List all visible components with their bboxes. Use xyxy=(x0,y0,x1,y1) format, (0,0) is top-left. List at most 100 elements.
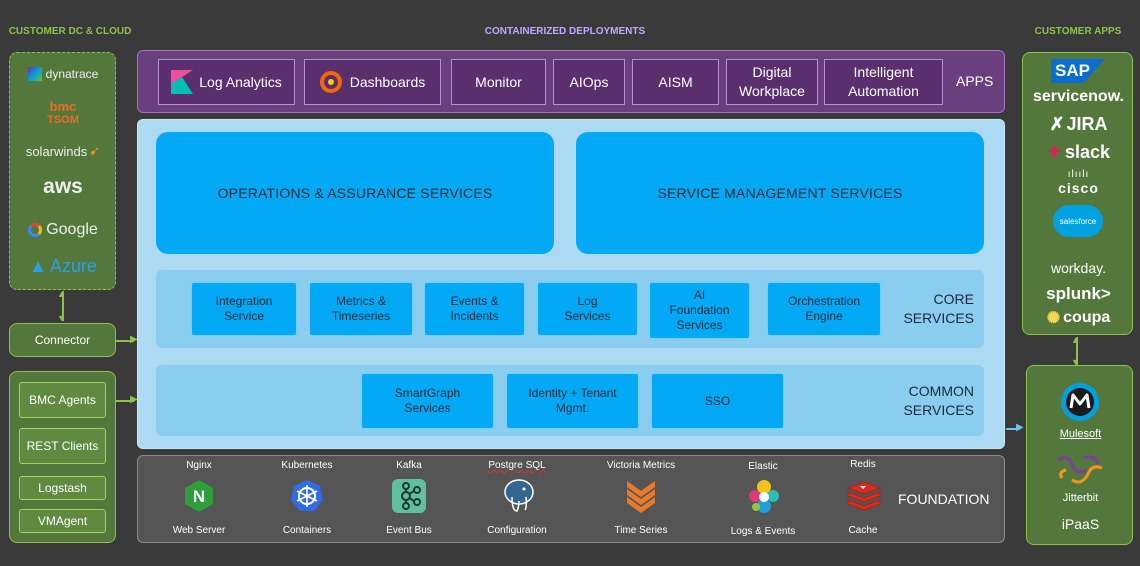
services-ipaas-line xyxy=(1006,428,1020,430)
log-analytics-icon xyxy=(171,70,194,94)
victoriametrics-role: Time Series xyxy=(614,525,668,536)
metrics-timeseries[interactable]: Metrics & Timeseries xyxy=(309,282,413,336)
app-dashboards[interactable]: Dashboards xyxy=(304,59,441,105)
apps-ipaas-line xyxy=(1076,337,1078,365)
app-digital-workplace[interactable]: Digital Workplace xyxy=(726,59,818,105)
ipaas-label: iPaaS xyxy=(1061,516,1100,532)
workday-logo: workday. xyxy=(1051,260,1106,276)
app-aism[interactable]: AISM xyxy=(632,59,719,105)
kafka-label: Kafka xyxy=(396,460,422,471)
ipaas-panel: Mulesoft Jitterbit iPaaS xyxy=(1026,365,1133,545)
solarwinds-icon: ➹ xyxy=(89,143,101,158)
victoriametrics-label: Victoria Metrics xyxy=(606,460,676,471)
slack-logo: ✦slack xyxy=(1046,141,1111,162)
servicenow-logo: servicenow. xyxy=(1032,88,1124,105)
splunk-logo: splunk> xyxy=(1046,284,1111,303)
mulesoft-icon xyxy=(1061,383,1099,421)
arrow-up-icon: ▲ xyxy=(57,289,66,299)
dynatrace-icon xyxy=(27,67,42,81)
sso[interactable]: SSO xyxy=(651,373,784,429)
app-aiops[interactable]: AIOps xyxy=(553,59,625,105)
coupa-icon: ✺ xyxy=(1046,310,1061,327)
common-services-band: SmartGraph Services Identity + Tenant Mg… xyxy=(156,365,984,436)
common-services-label: COMMON SERVICES xyxy=(903,383,974,418)
nginx-role: Web Server xyxy=(172,525,226,536)
bmc-logo: bmc xyxy=(49,98,77,114)
jira-logo: ✗JIRA xyxy=(1049,113,1108,134)
google-cloud-icon xyxy=(28,223,43,237)
service-management-services[interactable]: SERVICE MANAGEMENT SERVICES xyxy=(576,132,984,254)
operations-assurance-services[interactable]: OPERATIONS & ASSURANCE SERVICES xyxy=(156,132,554,254)
bmc-agents-box: BMC Agents xyxy=(19,382,106,418)
kafka-role: Event Bus xyxy=(386,525,432,536)
identity-tenant-mgmt[interactable]: Identity + Tenant Mgmt. xyxy=(506,373,639,429)
log-services[interactable]: Log Services xyxy=(537,282,638,336)
cisco-logo: ılıılı cisco xyxy=(1058,168,1099,196)
rest-clients-box: REST Clients xyxy=(19,428,106,464)
jitterbit-label: Jitterbit xyxy=(1062,492,1099,504)
orchestration-engine[interactable]: Orchestration Engine xyxy=(767,282,881,336)
jira-icon: ✗ xyxy=(1049,113,1065,134)
azure-icon: ▲ xyxy=(29,255,47,276)
services-panel: OPERATIONS & ASSURANCE SERVICES SERVICE … xyxy=(137,119,1005,449)
mulesoft-label: Mulesoft xyxy=(1059,428,1102,440)
redis-role: Cache xyxy=(848,525,878,536)
app-monitor[interactable]: Monitor xyxy=(451,59,546,105)
connector-arrow-line xyxy=(116,340,134,342)
logstash-box: Logstash xyxy=(19,476,106,500)
customer-apps-panel: SAP servicenow. ✗JIRA ✦slack ılıılı cisc… xyxy=(1022,52,1133,335)
core-services-label: CORE SERVICES xyxy=(903,291,974,326)
grafana-icon xyxy=(319,71,342,93)
svg-text:N: N xyxy=(193,487,205,506)
integration-service[interactable]: Integration Service xyxy=(191,282,297,336)
header-customer-dc: CUSTOMER DC & CLOUD xyxy=(8,26,132,37)
elastic-label: Elastic xyxy=(748,461,778,472)
elastic-role: Logs & Events xyxy=(730,526,796,537)
foundation-items: Nginx N Web Server Kubernetes Containers… xyxy=(137,455,1005,543)
salesforce-logo: salesforce xyxy=(1053,205,1103,237)
postgresql-label: Postgre SQL xyxy=(488,460,546,471)
aws-logo: aws xyxy=(43,175,83,198)
nginx-icon: N xyxy=(185,480,213,512)
sap-logo: SAP xyxy=(1051,59,1105,83)
redis-icon xyxy=(846,481,882,511)
apps-bar: Log Analytics Dashboards Monitor AIOps A… xyxy=(137,50,1005,113)
slack-icon: ✦ xyxy=(1046,141,1063,162)
app-intelligent-automation[interactable]: Intelligent Automation xyxy=(824,59,943,105)
smartgraph-services[interactable]: SmartGraph Services xyxy=(361,373,494,429)
arrow-down-icon: ▼ xyxy=(57,313,66,323)
header-containerized: CONTAINERIZED DEPLOYMENTS xyxy=(484,26,646,37)
google-logo: Google xyxy=(16,219,110,241)
customer-dc-panel: dynatrace bmc TSOM solarwinds➹ aws Googl… xyxy=(9,52,116,290)
ai-foundation-services[interactable]: AI Foundation Services xyxy=(649,282,750,339)
arrow-right-icon: ▶ xyxy=(130,394,138,405)
kafka-icon xyxy=(392,479,426,513)
redis-label: Redis xyxy=(850,459,876,470)
app-log-analytics[interactable]: Log Analytics xyxy=(158,59,295,105)
connector-box: Connector xyxy=(9,323,116,357)
nginx-label: Nginx xyxy=(186,460,212,471)
coupa-logo: ✺coupa xyxy=(1046,309,1111,327)
kubernetes-role: Containers xyxy=(282,525,332,536)
arrow-right-icon: ▶ xyxy=(1016,422,1024,433)
elastic-icon xyxy=(749,480,779,513)
header-customer-apps: CUSTOMER APPS xyxy=(1034,26,1122,37)
cisco-icon: ılıılı xyxy=(1067,168,1090,180)
ingest-panel: BMC Agents REST Clients Logstash VMAgent xyxy=(9,371,116,543)
core-services-band: Integration Service Metrics & Timeseries… xyxy=(156,270,984,348)
jitterbit-icon xyxy=(1057,455,1103,484)
postgresql-role: Configuration xyxy=(487,525,547,536)
events-incidents[interactable]: Events & Incidents xyxy=(424,282,525,336)
dynatrace-logo: dynatrace xyxy=(18,63,108,85)
solarwinds-logo: solarwinds➹ xyxy=(25,143,101,159)
arrow-right-icon: ▶ xyxy=(130,334,138,345)
postgresql-icon xyxy=(504,479,534,512)
apps-label: APPS xyxy=(956,73,994,89)
tsom-logo: TSOM xyxy=(47,114,79,126)
arrow-down-icon: ▼ xyxy=(1071,357,1080,367)
kubernetes-icon xyxy=(291,480,323,511)
arrow-up-icon: ▲ xyxy=(1071,335,1080,345)
victoriametrics-icon xyxy=(627,481,655,513)
foundation-label: FOUNDATION xyxy=(898,491,990,507)
kubernetes-label: Kubernetes xyxy=(281,460,333,471)
